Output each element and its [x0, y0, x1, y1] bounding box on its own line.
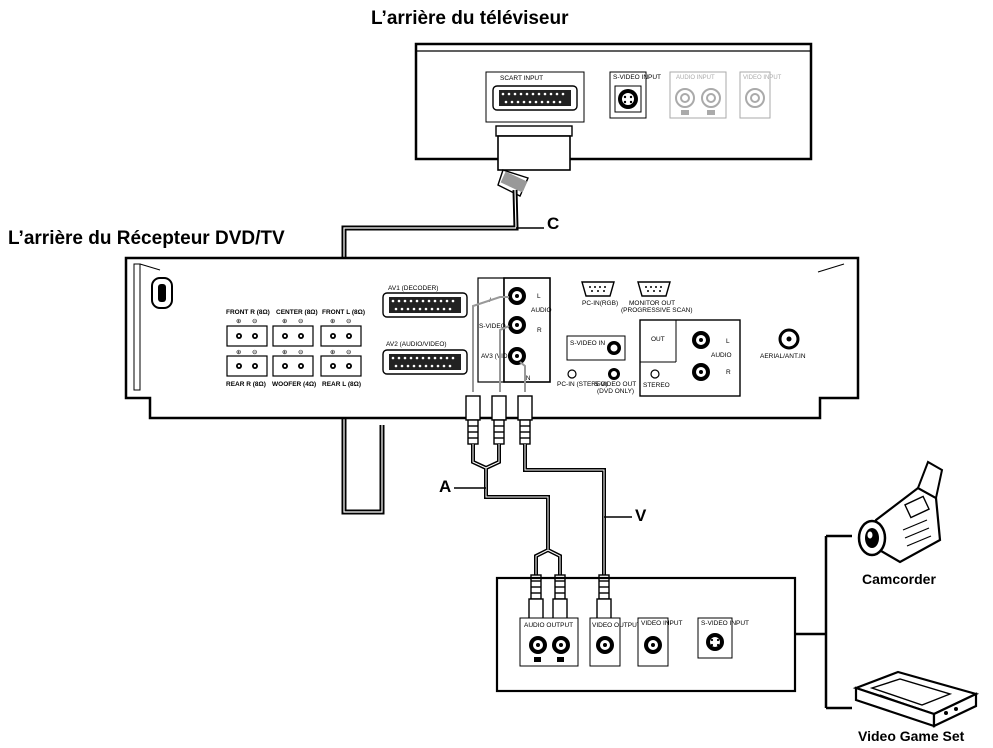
progressive-scan-label: (PROGRESSIVE SCAN): [621, 307, 693, 314]
svideo-out-jack[interactable]: [608, 368, 620, 380]
svg-text:⊖: ⊖: [252, 318, 258, 325]
svg-text:⊕: ⊕: [282, 349, 288, 356]
video-game-set-label: Video Game Set: [858, 728, 965, 744]
cable-c-label: C: [547, 214, 560, 233]
av3-svideo-label: S-VIDEO: [479, 323, 506, 330]
source-video-output[interactable]: VIDEO OUTPUT: [589, 617, 641, 667]
svg-text:⊖: ⊖: [252, 349, 258, 356]
front-l-label: FRONT L (8Ω): [322, 309, 365, 316]
audio-out-block: OUT AUDIO L R STEREO: [639, 319, 741, 397]
av3-input-block: / S-VIDEO AV3 (VIDEO) AUDIO L R IN: [477, 277, 552, 383]
rear-l-label: REAR L (8Ω): [322, 381, 361, 388]
av1-label: AV1 (DECODER): [388, 285, 438, 292]
receiver-back-title: L’arrière du Récepteur DVD/TV: [8, 228, 285, 249]
monitor-out-label: MONITOR OUT: [629, 300, 675, 307]
av3-in-label: IN: [524, 375, 531, 382]
av3-audio-l-jack[interactable]: [508, 287, 526, 305]
svg-text:⊖: ⊖: [346, 318, 352, 325]
center-label: CENTER (8Ω): [276, 309, 318, 316]
av2-scart-socket[interactable]: AV2 (AUDIO/VIDEO): [382, 341, 468, 375]
svg-text:⊕: ⊕: [236, 318, 242, 325]
rca-plug-audio-r: [491, 395, 507, 445]
svg-text:⊕: ⊕: [330, 318, 336, 325]
video-game-set-icon: [852, 670, 980, 728]
source-video-output-label: VIDEO OUTPUT: [592, 622, 641, 629]
camcorder-icon: [857, 460, 944, 564]
av3-audio-r-jack[interactable]: [508, 316, 526, 334]
speaker-terminals: FRONT R (8Ω) CENTER (8Ω) FRONT L (8Ω): [226, 309, 365, 388]
rear-r-label: REAR R (8Ω): [226, 381, 266, 388]
av3-audio-label: AUDIO: [531, 307, 552, 314]
svg-text:⊕: ⊕: [282, 318, 288, 325]
audio-out-label: AUDIO: [711, 352, 732, 359]
tv-svideo-label: S-VIDEO INPUT: [613, 74, 661, 81]
tv-back-title: L’arrière du téléviseur: [371, 8, 569, 29]
tv-video-label: VIDEO INPUT: [743, 75, 782, 81]
svg-text:⊕: ⊕: [330, 349, 336, 356]
stereo-jack[interactable]: [650, 369, 660, 379]
tv-scart-label: SCART INPUT: [500, 75, 543, 82]
source-svideo-input[interactable]: S-VIDEO INPUT: [697, 617, 749, 659]
camcorder-label: Camcorder: [862, 571, 936, 587]
source-svideo-input-label: S-VIDEO INPUT: [701, 620, 749, 627]
tv-scart-input[interactable]: SCART INPUT: [485, 71, 585, 123]
svg-text:⊖: ⊖: [298, 318, 304, 325]
source-video-input[interactable]: VIDEO INPUT: [637, 617, 683, 667]
pc-in-stereo-jack[interactable]: [567, 369, 577, 379]
svg-text:⊕: ⊕: [236, 349, 242, 356]
av3-l-label: L: [537, 293, 541, 300]
tv-back-panel: SCART INPUT S-VIDEO INPUT AUDIO INPUT: [414, 42, 813, 161]
dvd-only-label: (DVD ONLY): [597, 388, 634, 395]
receiver-back-panel: FRONT R (8Ω) CENTER (8Ω) FRONT L (8Ω): [124, 256, 860, 420]
tv-scart-plug: [495, 125, 573, 197]
svideo-out-label: S-VIDEO OUT: [594, 381, 636, 388]
cable-a-label: A: [439, 477, 452, 496]
rca-plug-audio-l: [465, 395, 481, 445]
tv-audio-label: AUDIO INPUT: [676, 75, 715, 81]
front-r-label: FRONT R (8Ω): [226, 309, 270, 316]
svideo-in-label: S-VIDEO IN: [570, 340, 605, 347]
svideo-in-block: S-VIDEO IN PC-IN (STEREO) S-VIDEO OUT (D…: [557, 335, 636, 395]
av3-video-jack[interactable]: [508, 347, 526, 365]
stereo-label: STEREO: [643, 382, 670, 389]
out-label: OUT: [651, 336, 665, 343]
audio-out-l-label: L: [726, 338, 730, 345]
cables-a-v: [454, 296, 632, 620]
power-cord-icon: [151, 277, 173, 309]
svg-text:⊖: ⊖: [298, 349, 304, 356]
av2-label: AV2 (AUDIO/VIDEO): [386, 341, 447, 348]
source-audio-output-label: AUDIO OUTPUT: [524, 622, 573, 629]
source-video-input-label: VIDEO INPUT: [641, 620, 683, 627]
tv-video-input[interactable]: VIDEO INPUT: [739, 71, 782, 119]
pc-in-stereo-label: PC-IN (STEREO): [557, 381, 608, 388]
tv-audio-input[interactable]: AUDIO INPUT: [669, 71, 727, 119]
audio-out-r-label: R: [726, 369, 731, 376]
av1-scart-socket[interactable]: AV1 (DECODER): [382, 285, 468, 318]
svg-text:⊖: ⊖: [346, 349, 352, 356]
rca-plug-video: [517, 395, 533, 445]
audio-out-r-jack[interactable]: [692, 363, 710, 381]
cable-v-label: V: [635, 506, 647, 525]
pc-in-rgb-label: PC-IN(RGB): [582, 300, 618, 307]
aerial-label: AERIAL/ANT.IN: [760, 353, 806, 360]
av3-r-label: R: [537, 327, 542, 334]
source-audio-output[interactable]: AUDIO OUTPUT: [519, 617, 579, 667]
audio-out-l-jack[interactable]: [692, 331, 710, 349]
aerial-ant-in-jack[interactable]: AERIAL/ANT.IN: [760, 328, 806, 360]
woofer-label: WOOFER (4Ω): [272, 381, 316, 388]
tv-svideo-input[interactable]: S-VIDEO INPUT: [609, 71, 661, 119]
monitor-out-port[interactable]: MONITOR OUT (PROGRESSIVE SCAN): [621, 281, 693, 314]
source-device-panel: AUDIO OUTPUT VIDEO OUTPUT VIDEO INPUT S-…: [495, 534, 852, 710]
svideo-in-jack[interactable]: [607, 341, 621, 355]
pc-in-rgb-port[interactable]: PC-IN(RGB): [581, 281, 618, 307]
